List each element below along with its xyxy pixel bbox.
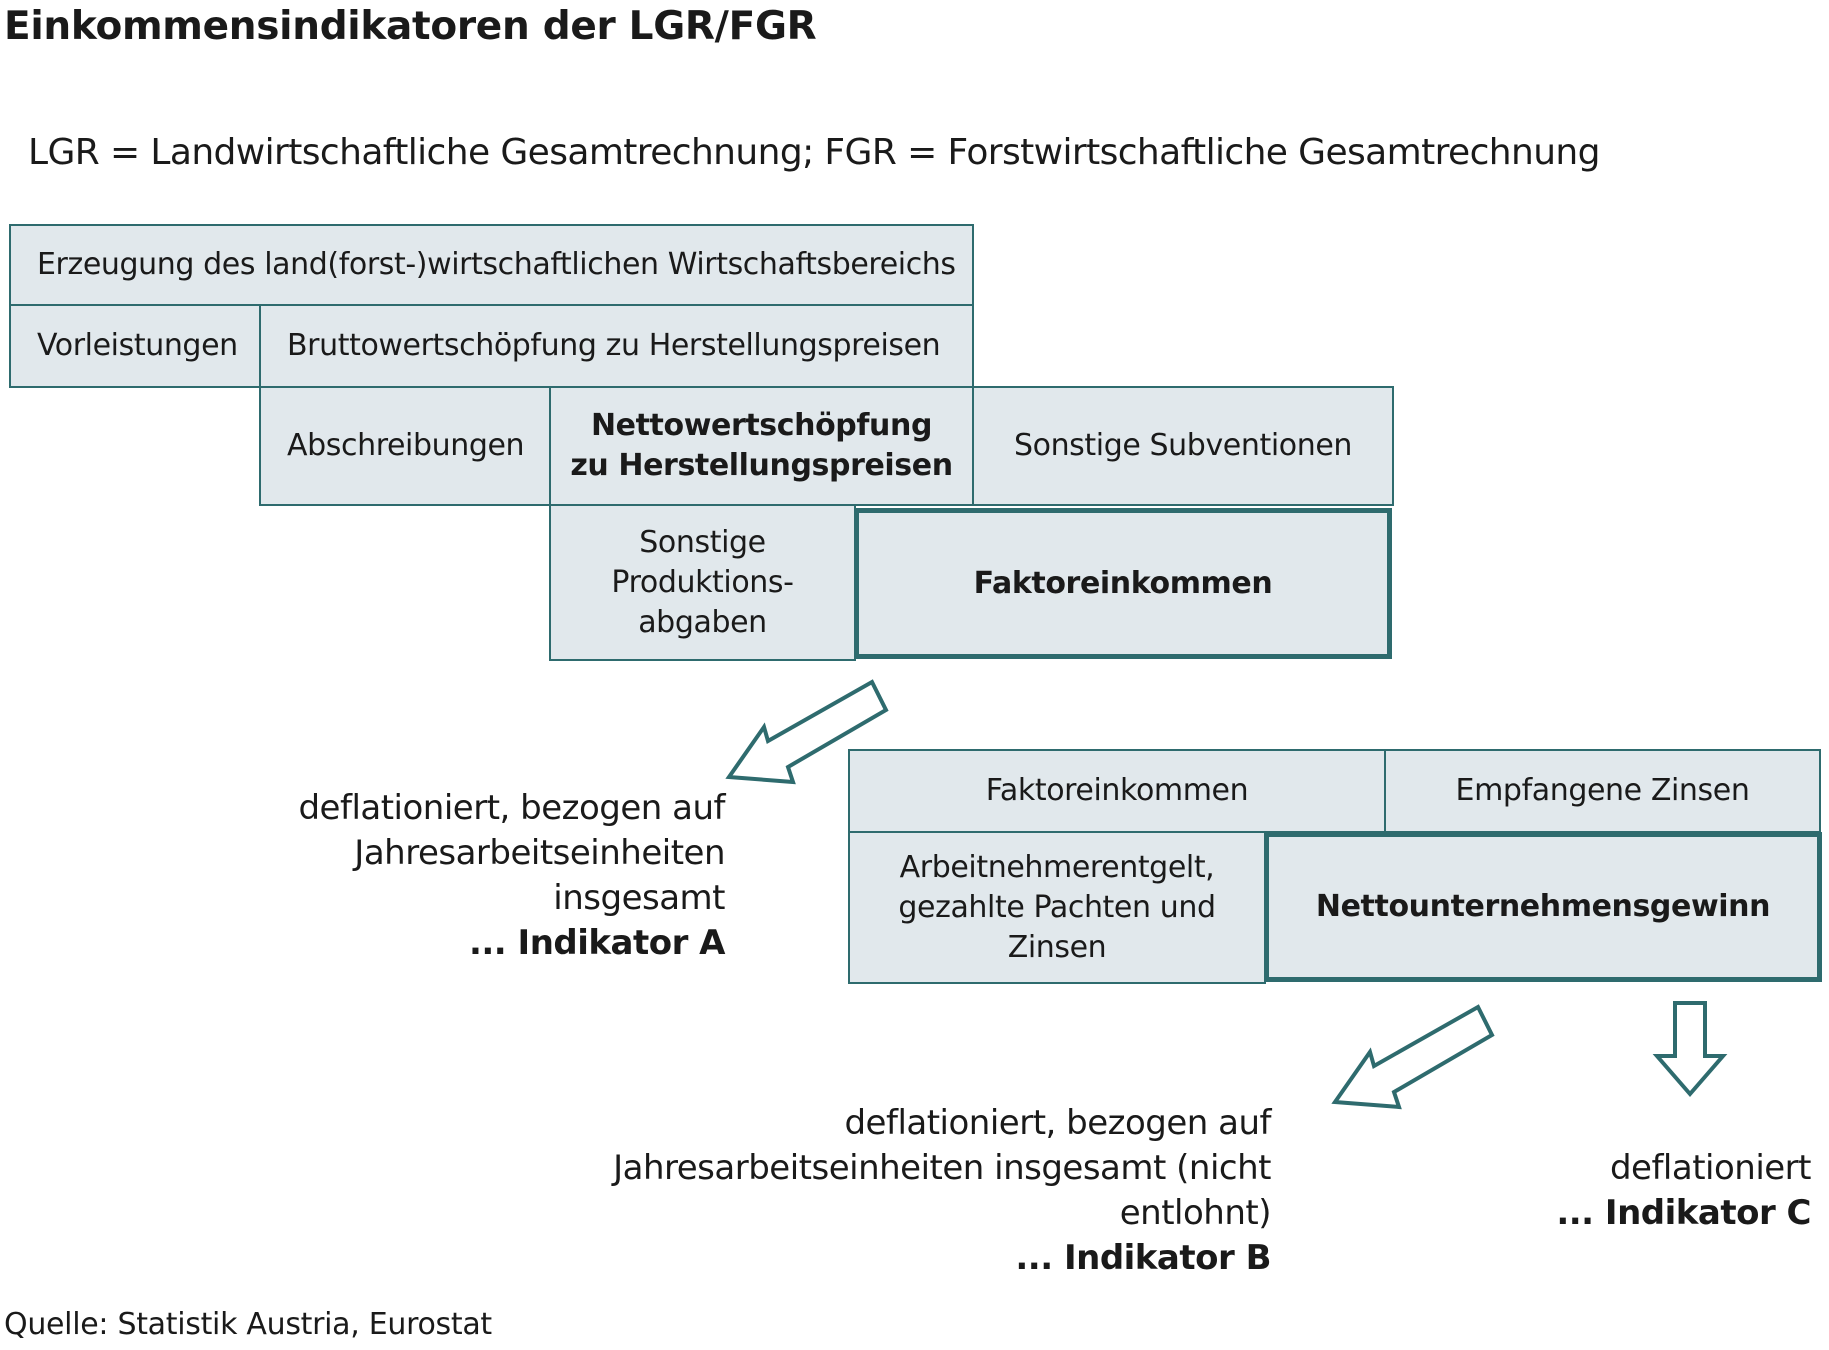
box-faktoreinkommen-label: Faktoreinkommen <box>973 565 1273 601</box>
box-erzeugung: Erzeugung des land(forst-)wirtschaftlich… <box>9 224 974 306</box>
box-sonstige-subventionen-label: Sonstige Subventionen <box>1013 428 1353 463</box>
box-sonstige-produktionsabgaben: Sonstige Produktions- abgaben <box>549 504 856 661</box>
box-vorleistungen-label: Vorleistungen <box>37 328 238 363</box>
box-nettowertschoepfung: Nettowertschöpfung zu Herstellungspreise… <box>549 386 974 506</box>
box-vorleistungen: Vorleistungen <box>9 304 261 388</box>
source-note: Quelle: Statistik Austria, Eurostat <box>4 1307 492 1342</box>
note-indicator-b-label: ... Indikator B <box>1015 1238 1271 1278</box>
note-indicator-c-text: deflationiert <box>1609 1148 1812 1188</box>
note-indicator-b-text: deflationiert, bezogen auf Jahresarbeits… <box>613 1103 1271 1233</box>
box-sonstige-produktionsabgaben-label: Sonstige Produktions- abgaben <box>611 524 794 640</box>
note-indicator-a-label: ... Indikator A <box>468 923 726 963</box>
note-indicator-c: deflationiert ... Indikator C <box>1556 1146 1811 1236</box>
box-bruttowertschoepfung-label: Bruttowertschöpfung zu Herstellungspreis… <box>287 328 941 363</box>
box-abschreibungen: Abschreibungen <box>259 386 551 506</box>
note-indicator-c-label: ... Indikator C <box>1556 1193 1811 1233</box>
page-title: Einkommensindikatoren der LGR/FGR <box>4 4 817 49</box>
box-faktoreinkommen: Faktoreinkommen <box>854 508 1392 659</box>
page-subtitle: LGR = Landwirtschaftliche Gesamtrechnung… <box>28 132 1600 173</box>
note-indicator-a-text: deflationiert, bezogen auf Jahresarbeits… <box>298 788 725 918</box>
arrow-to-indicator-a-icon <box>725 679 889 785</box>
box-nettounternehmensgewinn-label: Nettounternehmensgewinn <box>1315 889 1771 924</box>
box-faktoreinkommen-2: Faktoreinkommen <box>848 749 1386 833</box>
box-empfangene-zinsen: Empfangene Zinsen <box>1384 749 1821 833</box>
box-arbeitnehmerentgelt-label: Arbeitnehmerentgelt, gezahlte Pachten un… <box>898 849 1216 965</box>
box-nettounternehmensgewinn: Nettounternehmensgewinn <box>1264 832 1822 982</box>
box-faktoreinkommen-2-label: Faktoreinkommen <box>985 773 1249 808</box>
box-nettowertschoepfung-label: Nettowertschöpfung zu Herstellungspreise… <box>570 408 953 483</box>
note-indicator-b: deflationiert, bezogen auf Jahresarbeits… <box>613 1101 1271 1281</box>
note-indicator-a: deflationiert, bezogen auf Jahresarbeits… <box>298 786 725 966</box>
arrow-to-indicator-b-icon <box>1331 1004 1495 1110</box>
box-abschreibungen-label: Abschreibungen <box>287 428 525 463</box>
box-erzeugung-label: Erzeugung des land(forst-)wirtschaftlich… <box>37 247 956 282</box>
box-arbeitnehmerentgelt: Arbeitnehmerentgelt, gezahlte Pachten un… <box>848 831 1266 984</box>
arrow-to-indicator-c-icon <box>1652 1001 1728 1098</box>
box-sonstige-subventionen: Sonstige Subventionen <box>972 386 1394 506</box>
box-empfangene-zinsen-label: Empfangene Zinsen <box>1455 773 1750 808</box>
box-bruttowertschoepfung: Bruttowertschöpfung zu Herstellungspreis… <box>259 304 974 388</box>
